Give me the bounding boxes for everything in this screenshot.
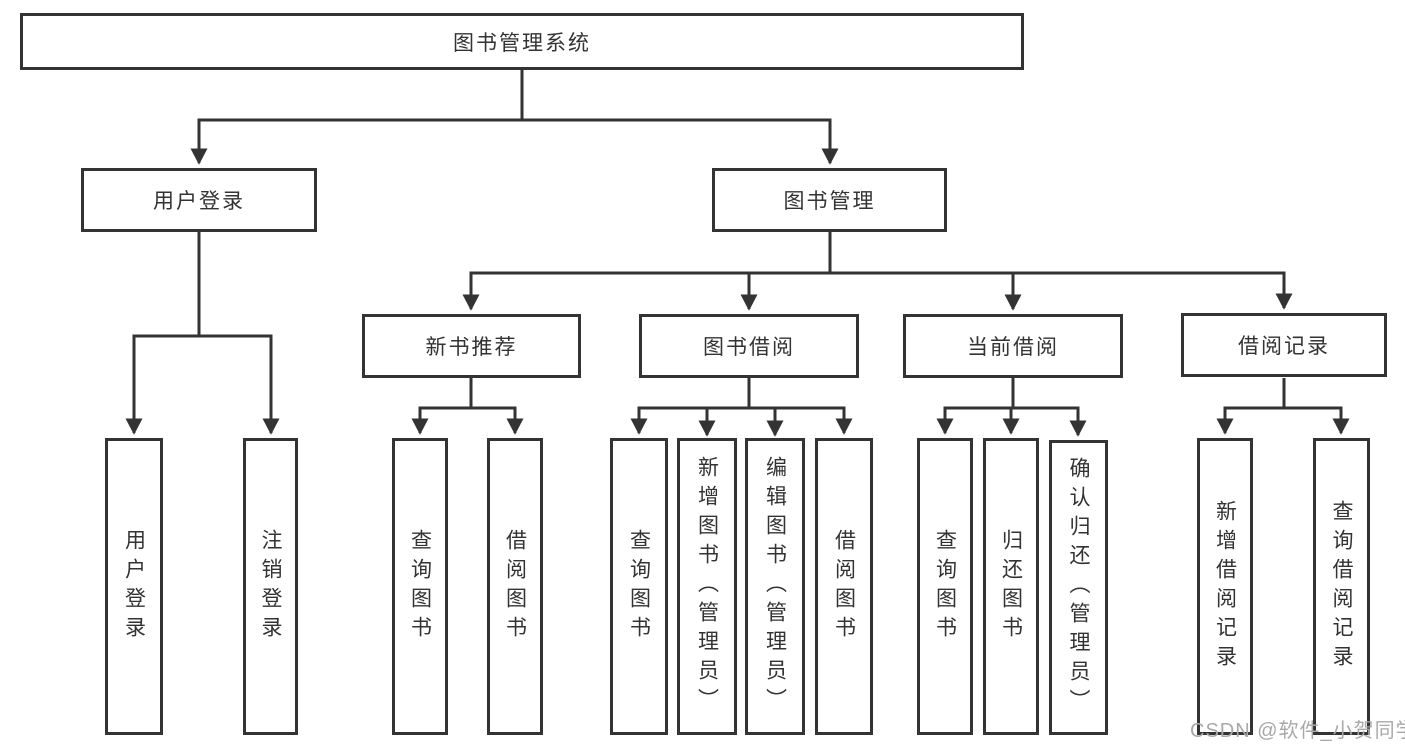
leaf-query-books: 查询图书 bbox=[610, 438, 668, 735]
node-label: 图书管理系统 bbox=[453, 31, 591, 55]
leaf-user-login: 用户登录 bbox=[105, 438, 163, 735]
leaf-edit-books-admin: 编辑图书（管理员） bbox=[745, 438, 805, 735]
csdn-watermark: CSDN @软件_小贺同学 bbox=[1190, 720, 1405, 742]
node-label: 用户登录 bbox=[153, 190, 245, 213]
node-label: 当前借阅 bbox=[967, 336, 1059, 359]
node-label: 用户登录 bbox=[122, 528, 146, 645]
node-label: 归还图书 bbox=[999, 528, 1023, 645]
leaf-return-books: 归还图书 bbox=[983, 438, 1039, 735]
node-label: 借阅记录 bbox=[1238, 335, 1330, 358]
leaf-confirm-return-admin: 确认归还（管理员） bbox=[1049, 440, 1108, 735]
node-label: 新书推荐 bbox=[425, 336, 518, 359]
node-user-login: 用户登录 bbox=[81, 168, 317, 232]
node-label: 注销登录 bbox=[259, 528, 282, 645]
node-label: 查询借阅记录 bbox=[1330, 499, 1353, 674]
node-label: 图书管理 bbox=[783, 190, 876, 213]
node-new-book-recommend: 新书推荐 bbox=[362, 314, 581, 378]
node-label: 查询图书 bbox=[933, 528, 957, 645]
node-label: 查询图书 bbox=[627, 528, 651, 645]
leaf-borrow-books: 借阅图书 bbox=[815, 438, 873, 735]
node-label: 编辑图书（管理员） bbox=[763, 456, 787, 717]
leaf-query-books: 查询图书 bbox=[917, 438, 973, 735]
node-label: 确认归还（管理员） bbox=[1067, 457, 1090, 718]
node-label: 借阅图书 bbox=[503, 528, 527, 645]
node-borrow-records: 借阅记录 bbox=[1181, 313, 1387, 377]
node-book-borrow: 图书借阅 bbox=[639, 314, 859, 378]
node-book-management: 图书管理 bbox=[712, 168, 947, 232]
leaf-add-books-admin: 新增图书（管理员） bbox=[677, 438, 737, 735]
node-label: 查询图书 bbox=[408, 528, 432, 645]
leaf-add-borrow-record: 新增借阅记录 bbox=[1197, 438, 1253, 735]
leaf-query-books: 查询图书 bbox=[392, 438, 448, 735]
leaf-query-borrow-record: 查询借阅记录 bbox=[1313, 438, 1370, 735]
node-label: 新增图书（管理员） bbox=[695, 456, 719, 717]
node-library-system: 图书管理系统 bbox=[20, 13, 1024, 70]
leaf-borrow-books: 借阅图书 bbox=[487, 438, 543, 735]
leaf-logout: 注销登录 bbox=[243, 438, 298, 735]
node-label: 借阅图书 bbox=[832, 528, 856, 645]
node-current-borrow: 当前借阅 bbox=[903, 314, 1123, 378]
node-label: 图书借阅 bbox=[703, 336, 795, 359]
node-label: 新增借阅记录 bbox=[1213, 499, 1237, 674]
